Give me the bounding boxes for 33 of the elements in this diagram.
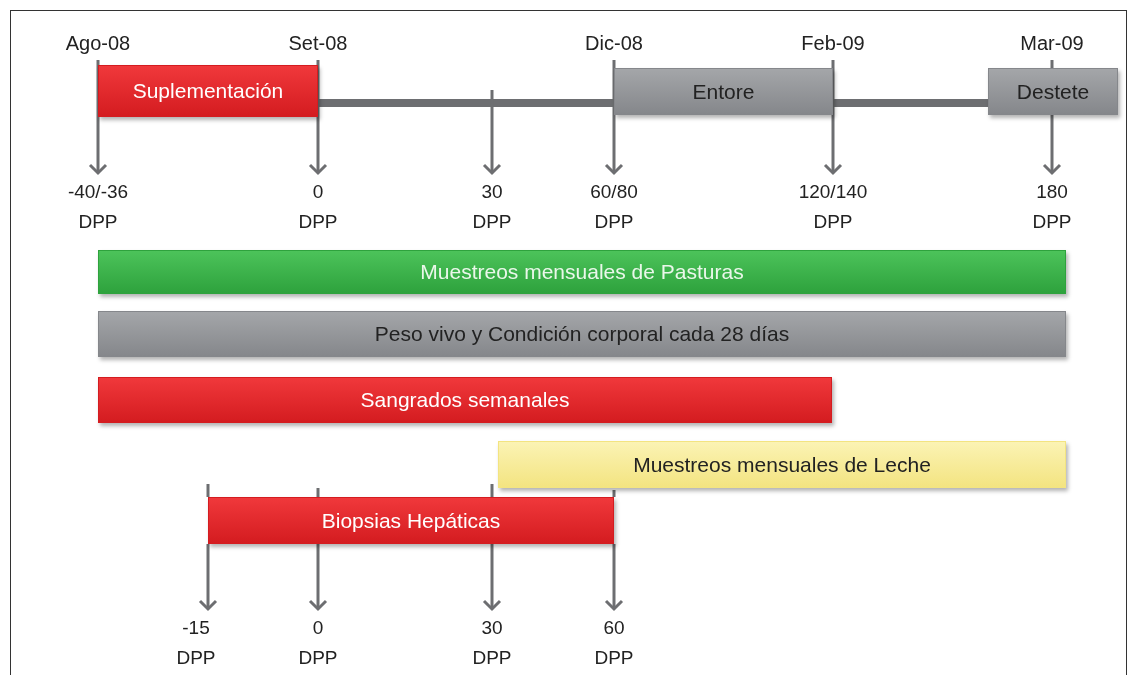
day-label: 60/80 DPP	[590, 177, 638, 237]
day-label: 30 DPP	[472, 177, 512, 237]
month-label: Set-08	[288, 30, 348, 56]
arrow	[308, 544, 328, 611]
arrow	[482, 544, 502, 611]
day-label: 60 DPP	[594, 613, 634, 673]
timeline-bar: Biopsias Hepáticas	[208, 497, 614, 544]
day-label: 180 DPP	[1032, 177, 1072, 237]
arrow	[604, 60, 624, 175]
day-label: 0 DPP	[298, 613, 338, 673]
timeline-bar: Muestreos mensuales de Leche	[498, 441, 1066, 488]
timeline-bar: Suplementación	[98, 65, 318, 117]
arrow	[482, 90, 502, 175]
arrow	[308, 60, 328, 175]
timeline-bar: Entore	[614, 68, 833, 115]
month-label: Ago-08	[65, 30, 131, 56]
arrow	[198, 544, 218, 611]
day-label: 120/140 DPP	[798, 177, 868, 237]
timeline-bar: Muestreos mensuales de Pasturas	[98, 250, 1066, 294]
arrow	[823, 60, 843, 175]
timeline-bar: Peso vivo y Condición corporal cada 28 días	[98, 311, 1066, 357]
month-label: Mar-09	[1020, 30, 1084, 56]
month-label: Dic-08	[585, 30, 643, 56]
month-label: Feb-09	[801, 30, 865, 56]
arrow	[604, 544, 624, 611]
timeline-bar: Sangrados semanales	[98, 377, 832, 423]
day-label: 0 DPP	[298, 177, 338, 237]
arrow	[88, 60, 108, 175]
day-label: -15 DPP	[176, 613, 216, 673]
day-label: -40/-36 DPP	[67, 177, 129, 237]
timeline-bar: Destete	[988, 68, 1118, 115]
day-label: 30 DPP	[472, 613, 512, 673]
arrow	[1042, 115, 1062, 175]
